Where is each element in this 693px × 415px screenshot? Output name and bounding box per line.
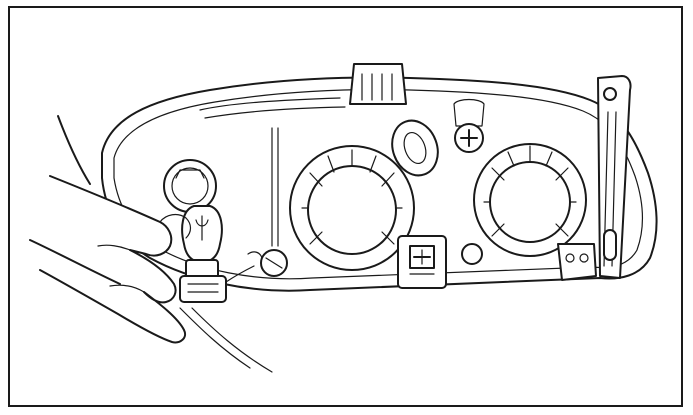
adjuster-screw-icon: [453, 98, 485, 153]
left-reflector: [289, 145, 415, 271]
adjuster-oval: [391, 119, 439, 177]
figure-frame: [8, 6, 683, 407]
housing-rib: [260, 127, 288, 277]
hand-icon: [29, 115, 273, 373]
mounting-bracket-icon: [557, 75, 632, 281]
bulb-icon: [179, 205, 255, 303]
bulb-socket-hole: [163, 159, 217, 213]
connector-icon: [397, 235, 447, 289]
housing-plug: [461, 243, 483, 265]
right-reflector: [473, 143, 587, 257]
headlamp-illustration: [29, 63, 658, 373]
socket-pin-detail: [247, 251, 263, 259]
